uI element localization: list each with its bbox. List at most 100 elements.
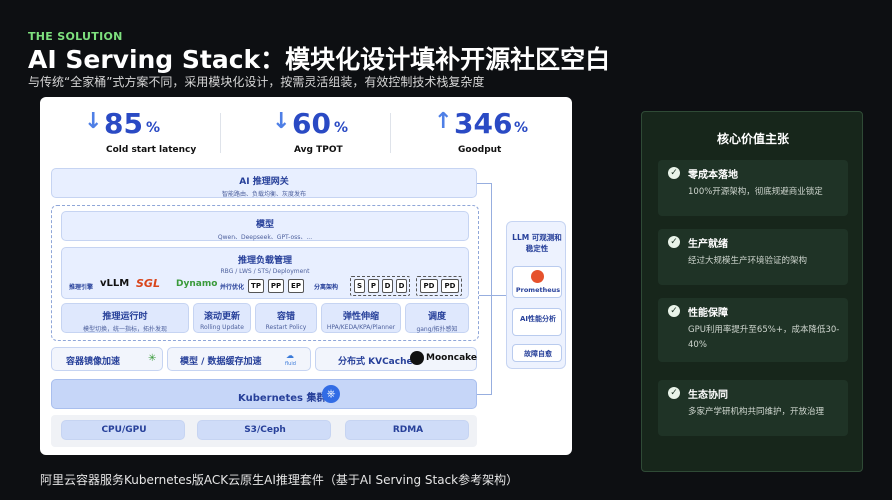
slide-subtitle: 与传统“全家桶”式方案不同，采用模块化设计，按需灵活组装，有效控制技术栈复杂度 xyxy=(28,75,485,89)
metric-label: Goodput xyxy=(458,145,502,155)
tp-chip: TP xyxy=(248,279,264,293)
kvcache-label: 分布式 KVCache xyxy=(338,357,413,367)
value-card-desc: 经过大规模生产环境验证的架构 xyxy=(688,256,808,266)
pd-group xyxy=(416,276,462,296)
pp-chip: PP xyxy=(268,279,284,293)
divider xyxy=(220,113,221,153)
autoscaling-box: 弹性伸缩 HPA/KEDA/KPA/Planner xyxy=(321,303,401,333)
disagg-label: 分离架构 xyxy=(314,284,339,291)
observability-column: LLM 可观测和稳定性 Prometheus AI性能分析 故障自愈 xyxy=(506,221,566,369)
inference-gateway: AI 推理网关 智能路由、负载均衡、灰度发布 xyxy=(51,168,477,198)
fault-title: 容错 xyxy=(276,312,295,322)
panel-title: 核心价值主张 xyxy=(716,132,789,146)
mooncake-label: Mooncake xyxy=(426,353,477,363)
model-title: 模型 xyxy=(255,220,274,230)
kubernetes-icon: ⎈ xyxy=(322,385,340,403)
model-cache-acceleration: 模型 / 数据缓存加速 ☁ fluid xyxy=(167,347,311,371)
eyebrow: THE SOLUTION xyxy=(28,30,123,43)
workload-title: 推理负载管理 xyxy=(237,256,292,266)
kvcache-acceleration: 分布式 KVCache Mooncake xyxy=(315,347,477,371)
workload-management: 推理负载管理 RBG / LWS / STS/ Deployment 推理引擎 … xyxy=(61,247,469,299)
check-icon: ✓ xyxy=(668,167,680,179)
k8s-label: Kubernetes 集群 xyxy=(238,393,327,404)
connector xyxy=(491,183,492,395)
model-cache-label: 模型 / 数据缓存加速 xyxy=(180,357,262,367)
parallel-label: 并行优化 xyxy=(220,284,245,291)
value-card: ✓ 生产就绪 经过大规模生产环境验证的架构 xyxy=(658,229,848,285)
check-icon: ✓ xyxy=(668,387,680,399)
mooncake-icon xyxy=(410,351,424,365)
image-acceleration: 容器镜像加速 ✳ xyxy=(51,347,163,371)
pd-chip: PD xyxy=(441,279,459,293)
d-chip: D xyxy=(382,279,393,293)
connector xyxy=(479,295,493,296)
infra-label: RDMA xyxy=(392,425,424,435)
divider xyxy=(390,113,391,153)
spdd-group xyxy=(350,276,410,296)
slide-title: AI Serving Stack：模块化设计填补开源社区空白 xyxy=(28,45,611,74)
metric-label: Avg TPOT xyxy=(294,145,343,155)
connector xyxy=(477,394,491,395)
rolling-title: 滚动更新 xyxy=(203,312,240,322)
infra-label: CPU/GPU xyxy=(101,425,147,435)
dynamo-logo: Dynamo xyxy=(176,279,218,289)
value-card: ✓ 性能保障 GPU利用率提升至65%+，成本降低30-40% xyxy=(658,298,848,362)
model-layer: 模型 Qwen、Deepseek、GPT-oss、... xyxy=(61,211,469,241)
slide-caption: 阿里云容器服务Kubernetes版ACK云原生AI推理套件（基于AI Serv… xyxy=(40,473,519,487)
scheduling-title: 调度 xyxy=(427,312,446,322)
value-card: ✓ 零成本落地 100%开源架构，彻底规避商业锁定 xyxy=(658,160,848,216)
scheduling-box: 调度 gang/拓扑感知 xyxy=(405,303,469,333)
down-arrow-icon: ↓ xyxy=(272,109,291,134)
ep-chip: EP xyxy=(288,279,304,293)
engine-label: 推理引擎 xyxy=(69,284,94,291)
observability-title: LLM 可观测和稳定性 xyxy=(512,233,562,253)
runtime-sub: 模型切换，统一指标，拓扑发现 xyxy=(82,326,167,333)
down-arrow-icon: ↓ xyxy=(84,109,103,134)
image-accel-label: 容器镜像加速 xyxy=(66,357,121,367)
runtime-box: 推理运行时 模型切换，统一指标，拓扑发现 xyxy=(61,303,189,333)
value-card-title: 生产就绪 xyxy=(688,239,728,250)
infra-storage: S3/Ceph xyxy=(197,420,331,440)
model-sub: Qwen、Deepseek、GPT-oss、... xyxy=(217,234,313,241)
gateway-sub: 智能路由、负载均衡、灰度发布 xyxy=(221,191,306,198)
fault-sub: Restart Policy xyxy=(265,324,307,331)
value-card-desc: 100%开源架构，彻底规避商业锁定 xyxy=(688,187,823,197)
fault-tolerance-box: 容错 Restart Policy xyxy=(255,303,317,333)
metric-value: 346 xyxy=(454,107,513,140)
autoscaling-sub: HPA/KEDA/KPA/Planner xyxy=(326,324,396,331)
metric-value: 85 xyxy=(104,107,143,140)
architecture-diagram: ↓ 85 % Cold start latency ↓ 60 % Avg TPO… xyxy=(40,97,572,455)
metric-value: 60 xyxy=(292,107,331,140)
connector xyxy=(477,183,491,184)
metric-unit: % xyxy=(334,120,349,136)
kubernetes-cluster: Kubernetes 集群 ⎈ xyxy=(51,379,477,409)
ai-perf-box: AI性能分析 xyxy=(512,308,562,336)
sparkle-icon: ✳ xyxy=(148,353,157,364)
value-card-title: 零成本落地 xyxy=(688,170,738,181)
fluid-icon: ☁ xyxy=(286,351,294,360)
rolling-sub: Rolling Update xyxy=(200,324,244,331)
connector xyxy=(491,295,506,296)
fault-heal-box: 故障自愈 xyxy=(512,344,562,362)
value-card: ✓ 生态协同 多家产学研机构共同维护，开放治理 xyxy=(658,380,848,436)
value-card-desc: 多家产学研机构共同维护，开放治理 xyxy=(688,407,825,417)
autoscaling-title: 弹性伸缩 xyxy=(342,312,379,322)
metrics-row: ↓ 85 % Cold start latency ↓ 60 % Avg TPO… xyxy=(40,107,572,155)
vllm-logo: vLLM xyxy=(100,278,130,289)
prometheus-icon xyxy=(531,270,544,283)
s-chip: S xyxy=(354,279,365,293)
pd-chip: PD xyxy=(420,279,438,293)
check-icon: ✓ xyxy=(668,236,680,248)
scheduling-sub: gang/拓扑感知 xyxy=(416,326,458,333)
serving-dashed-group xyxy=(51,205,479,341)
runtime-title: 推理运行时 xyxy=(102,312,148,322)
rolling-update-box: 滚动更新 Rolling Update xyxy=(193,303,251,333)
fault-heal-label: 故障自愈 xyxy=(524,350,552,358)
gateway-title: AI 推理网关 xyxy=(239,177,289,187)
value-card-title: 性能保障 xyxy=(688,308,728,319)
d-chip: D xyxy=(396,279,407,293)
metric-label: Cold start latency xyxy=(106,145,197,155)
prometheus-box: Prometheus xyxy=(512,266,562,298)
infra-label: S3/Ceph xyxy=(244,425,286,435)
infra-cpu-gpu: CPU/GPU xyxy=(61,420,185,440)
